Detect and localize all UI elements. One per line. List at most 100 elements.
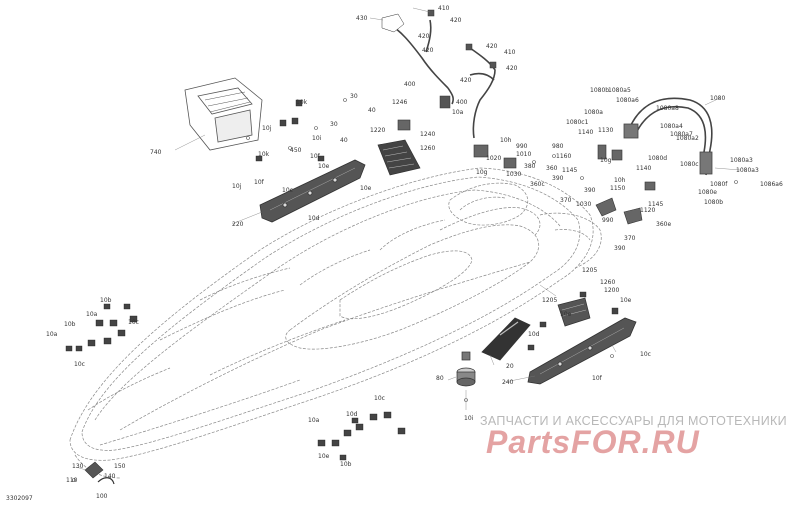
callout-10f: 10f bbox=[254, 179, 265, 186]
callout-10d: 10d bbox=[528, 331, 540, 338]
callout-1080c: 1080c bbox=[680, 161, 699, 168]
callout-80: 80 bbox=[436, 375, 444, 382]
callout-1240: 1240 bbox=[420, 131, 435, 138]
callout-1080a2: 1080a2 bbox=[676, 135, 699, 142]
callout-1150: 1150 bbox=[610, 185, 625, 192]
callout-20: 20 bbox=[506, 363, 514, 370]
callout-1080a6: 1080a6 bbox=[616, 97, 639, 104]
callout-10j: 10j bbox=[262, 125, 272, 132]
callout-420: 420 bbox=[422, 47, 434, 54]
callout-10h: 10h bbox=[500, 137, 512, 144]
callout-1080a4: 1080a4 bbox=[660, 123, 683, 130]
callout-1080a8: 1080a8 bbox=[656, 105, 679, 112]
callout-10a: 10a bbox=[86, 311, 98, 318]
callout-110: 110 bbox=[66, 477, 78, 484]
callout-740: 740 bbox=[150, 149, 162, 156]
callout-40: 40 bbox=[368, 107, 376, 114]
callout-10e: 10e bbox=[560, 311, 572, 318]
callout-40: 40 bbox=[340, 137, 348, 144]
left-trim-rail bbox=[259, 159, 366, 223]
callout-10h: 10h bbox=[614, 177, 626, 184]
callout-labels: 430 410 420 420 420 410 420 420 400 400 … bbox=[46, 5, 783, 500]
callout-10e: 10e bbox=[318, 163, 330, 170]
callout-1080a3: 1080a3 bbox=[730, 157, 753, 164]
callout-990: 990 bbox=[602, 217, 614, 224]
right-mat bbox=[557, 297, 591, 327]
callout-1020: 1020 bbox=[486, 155, 501, 162]
callout-1030: 1030 bbox=[576, 201, 591, 208]
callout-360c: 360c bbox=[530, 181, 545, 188]
callout-10a: 10a bbox=[308, 417, 320, 424]
callout-1130: 1130 bbox=[598, 127, 613, 134]
callout-390: 390 bbox=[584, 187, 596, 194]
callout-420: 420 bbox=[460, 77, 472, 84]
callout-240: 240 bbox=[502, 379, 514, 386]
callout-10c: 10c bbox=[282, 187, 293, 194]
storage-bin bbox=[184, 77, 263, 151]
callout-1010: 1010 bbox=[516, 151, 531, 158]
callout-10e: 10e bbox=[360, 185, 372, 192]
callout-1205: 1205 bbox=[542, 297, 557, 304]
callout-1080a: 1080a bbox=[584, 109, 603, 116]
callout-1260: 1260 bbox=[420, 145, 435, 152]
callout-1080a7: 1080a7 bbox=[670, 131, 693, 138]
callout-1140: 1140 bbox=[578, 129, 593, 136]
callout-1080a5: 1080a5 bbox=[608, 87, 631, 94]
callout-410: 410 bbox=[438, 5, 450, 12]
callout-150: 150 bbox=[114, 463, 126, 470]
callout-1246: 1246 bbox=[392, 99, 407, 106]
callout-10e: 10e bbox=[318, 453, 330, 460]
callout-450: 450 bbox=[290, 147, 302, 154]
leader-lines bbox=[75, 7, 741, 471]
callout-10b: 10b bbox=[100, 297, 112, 304]
footrest-mat bbox=[377, 139, 421, 176]
callout-420: 420 bbox=[486, 43, 498, 50]
callout-10j: 10j bbox=[232, 183, 242, 190]
callout-10c: 10c bbox=[374, 395, 385, 402]
callout-1030: 1030 bbox=[506, 171, 521, 178]
callout-360e: 360e bbox=[656, 221, 671, 228]
callout-10c: 10c bbox=[74, 361, 85, 368]
callout-380: 380 bbox=[524, 163, 536, 170]
hose-fittings bbox=[381, 9, 497, 109]
callout-1080b: 1080b bbox=[704, 199, 723, 206]
callout-10g: 10g bbox=[476, 169, 488, 176]
callout-10a: 10a bbox=[452, 109, 464, 116]
callout-1205: 1205 bbox=[582, 267, 597, 274]
callout-1080c1: 1080c1 bbox=[566, 119, 589, 126]
fastener-clips bbox=[65, 99, 619, 461]
callout-360: 360 bbox=[546, 165, 558, 172]
callout-30: 30 bbox=[330, 121, 338, 128]
callout-220: 220 bbox=[232, 221, 244, 228]
callout-10a: 10a bbox=[46, 331, 58, 338]
callout-1140: 1140 bbox=[636, 165, 651, 172]
vent-box bbox=[397, 119, 517, 169]
callout-10f: 10f bbox=[310, 153, 321, 160]
callout-400: 400 bbox=[404, 81, 416, 88]
callout-100: 100 bbox=[96, 493, 108, 500]
callout-1080b: 1080b bbox=[590, 87, 609, 94]
callout-420: 420 bbox=[418, 33, 430, 40]
callout-410: 410 bbox=[504, 49, 516, 56]
callout-1080d: 1080d bbox=[648, 155, 667, 162]
callout-140: 140 bbox=[104, 473, 116, 480]
callout-1260: 1260 bbox=[600, 279, 615, 286]
callout-10f: 10f bbox=[592, 375, 603, 382]
footrest-pad bbox=[481, 317, 531, 361]
callout-10b: 10b bbox=[64, 321, 76, 328]
callout-1220: 1220 bbox=[370, 127, 385, 134]
vent-hoses bbox=[389, 19, 496, 139]
callout-30: 30 bbox=[350, 93, 358, 100]
callout-10c: 10c bbox=[640, 351, 651, 358]
reboarding-handle bbox=[623, 97, 713, 176]
callout-10k: 10k bbox=[296, 99, 308, 106]
callout-10d: 10d bbox=[308, 215, 320, 222]
callout-10g: 10g bbox=[600, 157, 612, 164]
callout-10k: 10k bbox=[258, 151, 270, 158]
callout-1080: 1080 bbox=[710, 95, 725, 102]
callout-1080e: 1080e bbox=[698, 189, 717, 196]
callout-10b: 10b bbox=[340, 461, 352, 468]
callout-1120: 1120 bbox=[640, 207, 655, 214]
callout-390: 390 bbox=[614, 245, 626, 252]
